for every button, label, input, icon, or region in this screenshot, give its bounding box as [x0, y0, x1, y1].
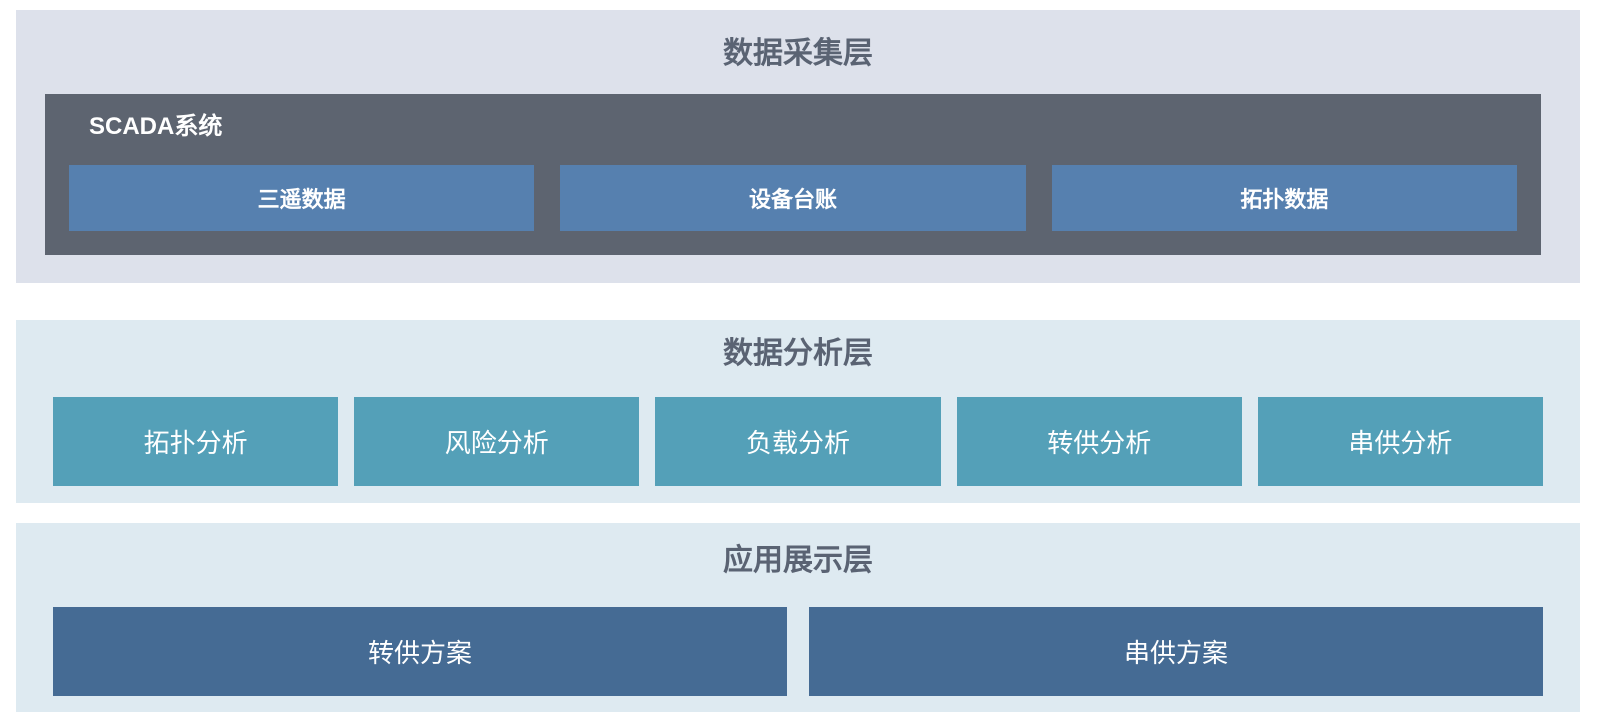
data-collection-layer-title: 数据采集层: [723, 37, 873, 70]
scada-label: SCADA系统: [89, 113, 223, 140]
scada-items-row: 三遥数据 设备台账 拓扑数据: [69, 165, 1517, 231]
analysis-items-row: 拓扑分析 风险分析 负载分析 转供分析 串供分析: [53, 397, 1544, 486]
scada-item-remote-data: 三遥数据: [69, 165, 535, 231]
analysis-item-topology: 拓扑分析: [53, 397, 339, 486]
analysis-item-transfer-supply: 转供分析: [956, 397, 1242, 486]
scada-panel: SCADA系统 三遥数据 设备台账 拓扑数据: [45, 94, 1541, 255]
application-items-row: 转供方案 串供方案: [53, 607, 1543, 696]
analysis-item-load: 负载分析: [655, 397, 941, 486]
app-item-series-supply-plan: 串供方案: [809, 607, 1543, 696]
app-item-transfer-supply-plan: 转供方案: [53, 607, 787, 696]
scada-item-topology-data: 拓扑数据: [1051, 165, 1517, 231]
application-display-layer-title: 应用展示层: [723, 544, 873, 577]
data-analysis-layer-title: 数据分析层: [723, 337, 873, 370]
data-collection-layer: 数据采集层 SCADA系统 三遥数据 设备台账 拓扑数据: [16, 10, 1580, 283]
application-display-layer: 应用展示层 转供方案 串供方案: [16, 523, 1580, 712]
scada-item-device-ledger: 设备台账: [560, 165, 1026, 231]
analysis-item-risk: 风险分析: [354, 397, 640, 486]
analysis-item-series-supply: 串供分析: [1257, 397, 1544, 486]
data-analysis-layer: 数据分析层 拓扑分析 风险分析 负载分析 转供分析 串供分析: [16, 320, 1580, 503]
